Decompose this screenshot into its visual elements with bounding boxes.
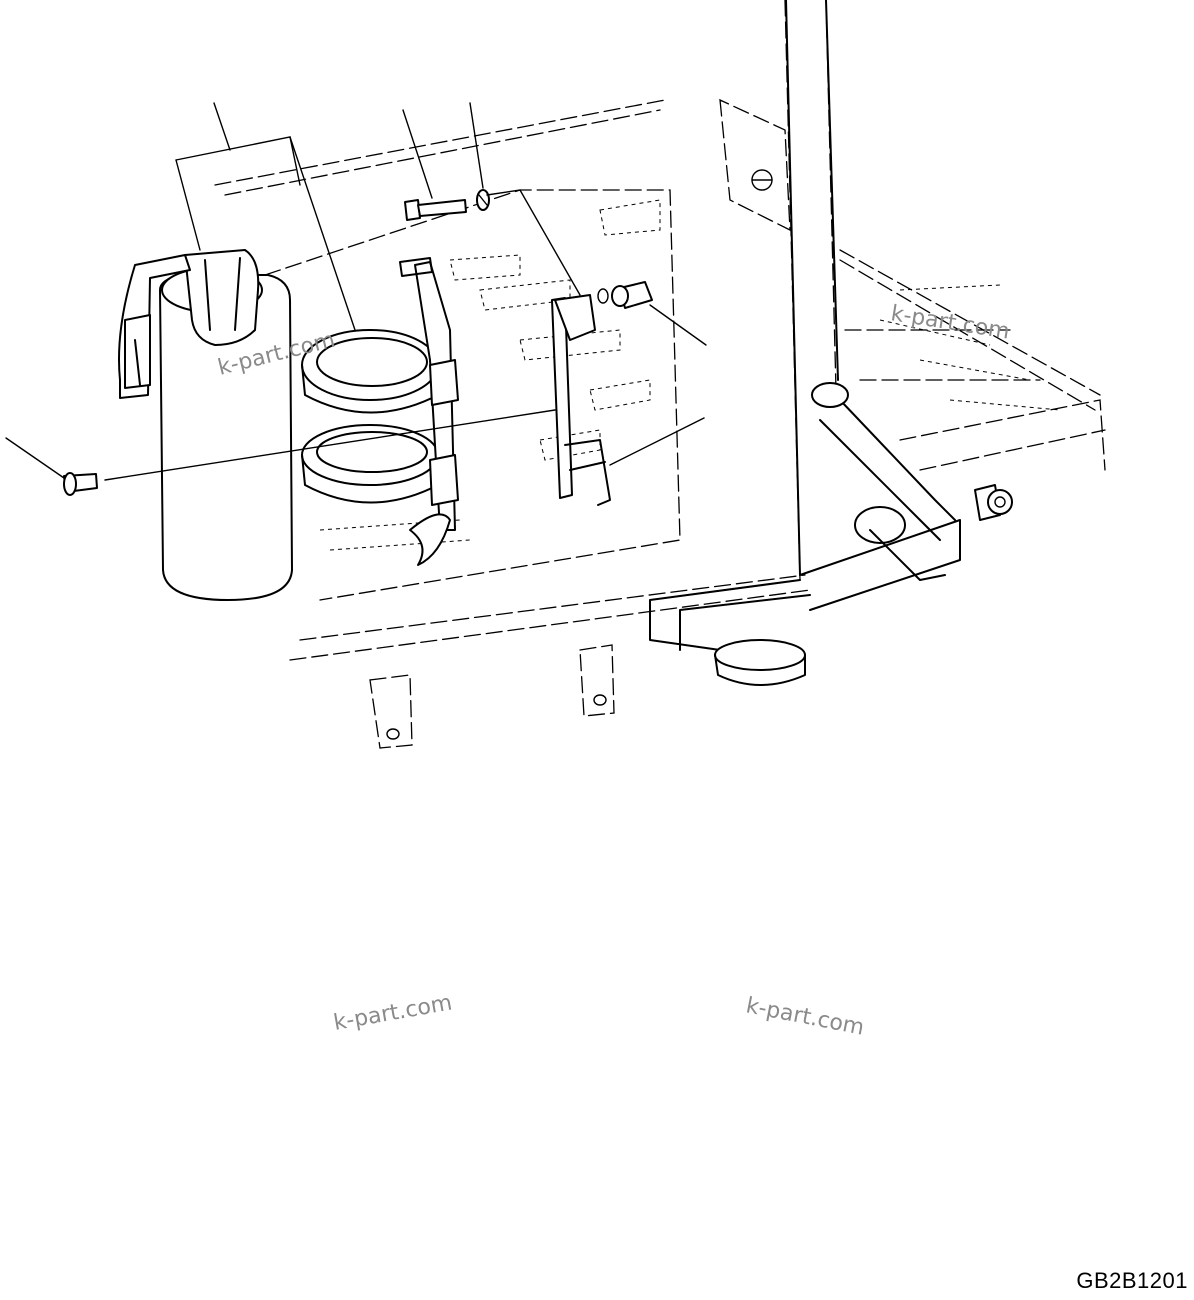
- cab-rail: [649, 382, 961, 686]
- fire-extinguisher: [118, 249, 293, 601]
- rivet: [63, 472, 98, 496]
- washer: [476, 189, 490, 211]
- mounting-tabs: [369, 644, 615, 749]
- bolt: [404, 199, 467, 221]
- watermark: k-part.com: [744, 993, 866, 1040]
- support-arm: [551, 294, 611, 506]
- drawing-code: GB2B1201: [1076, 1268, 1188, 1293]
- extinguisher-bracket: [301, 257, 459, 566]
- watermark: k-part.com: [332, 990, 454, 1035]
- rail-bolt: [974, 484, 1013, 521]
- cab-frame-outline: [214, 0, 1106, 661]
- watermark: k-part.com: [889, 301, 1011, 344]
- leader-lines: [5, 102, 707, 481]
- spacer: [597, 281, 653, 309]
